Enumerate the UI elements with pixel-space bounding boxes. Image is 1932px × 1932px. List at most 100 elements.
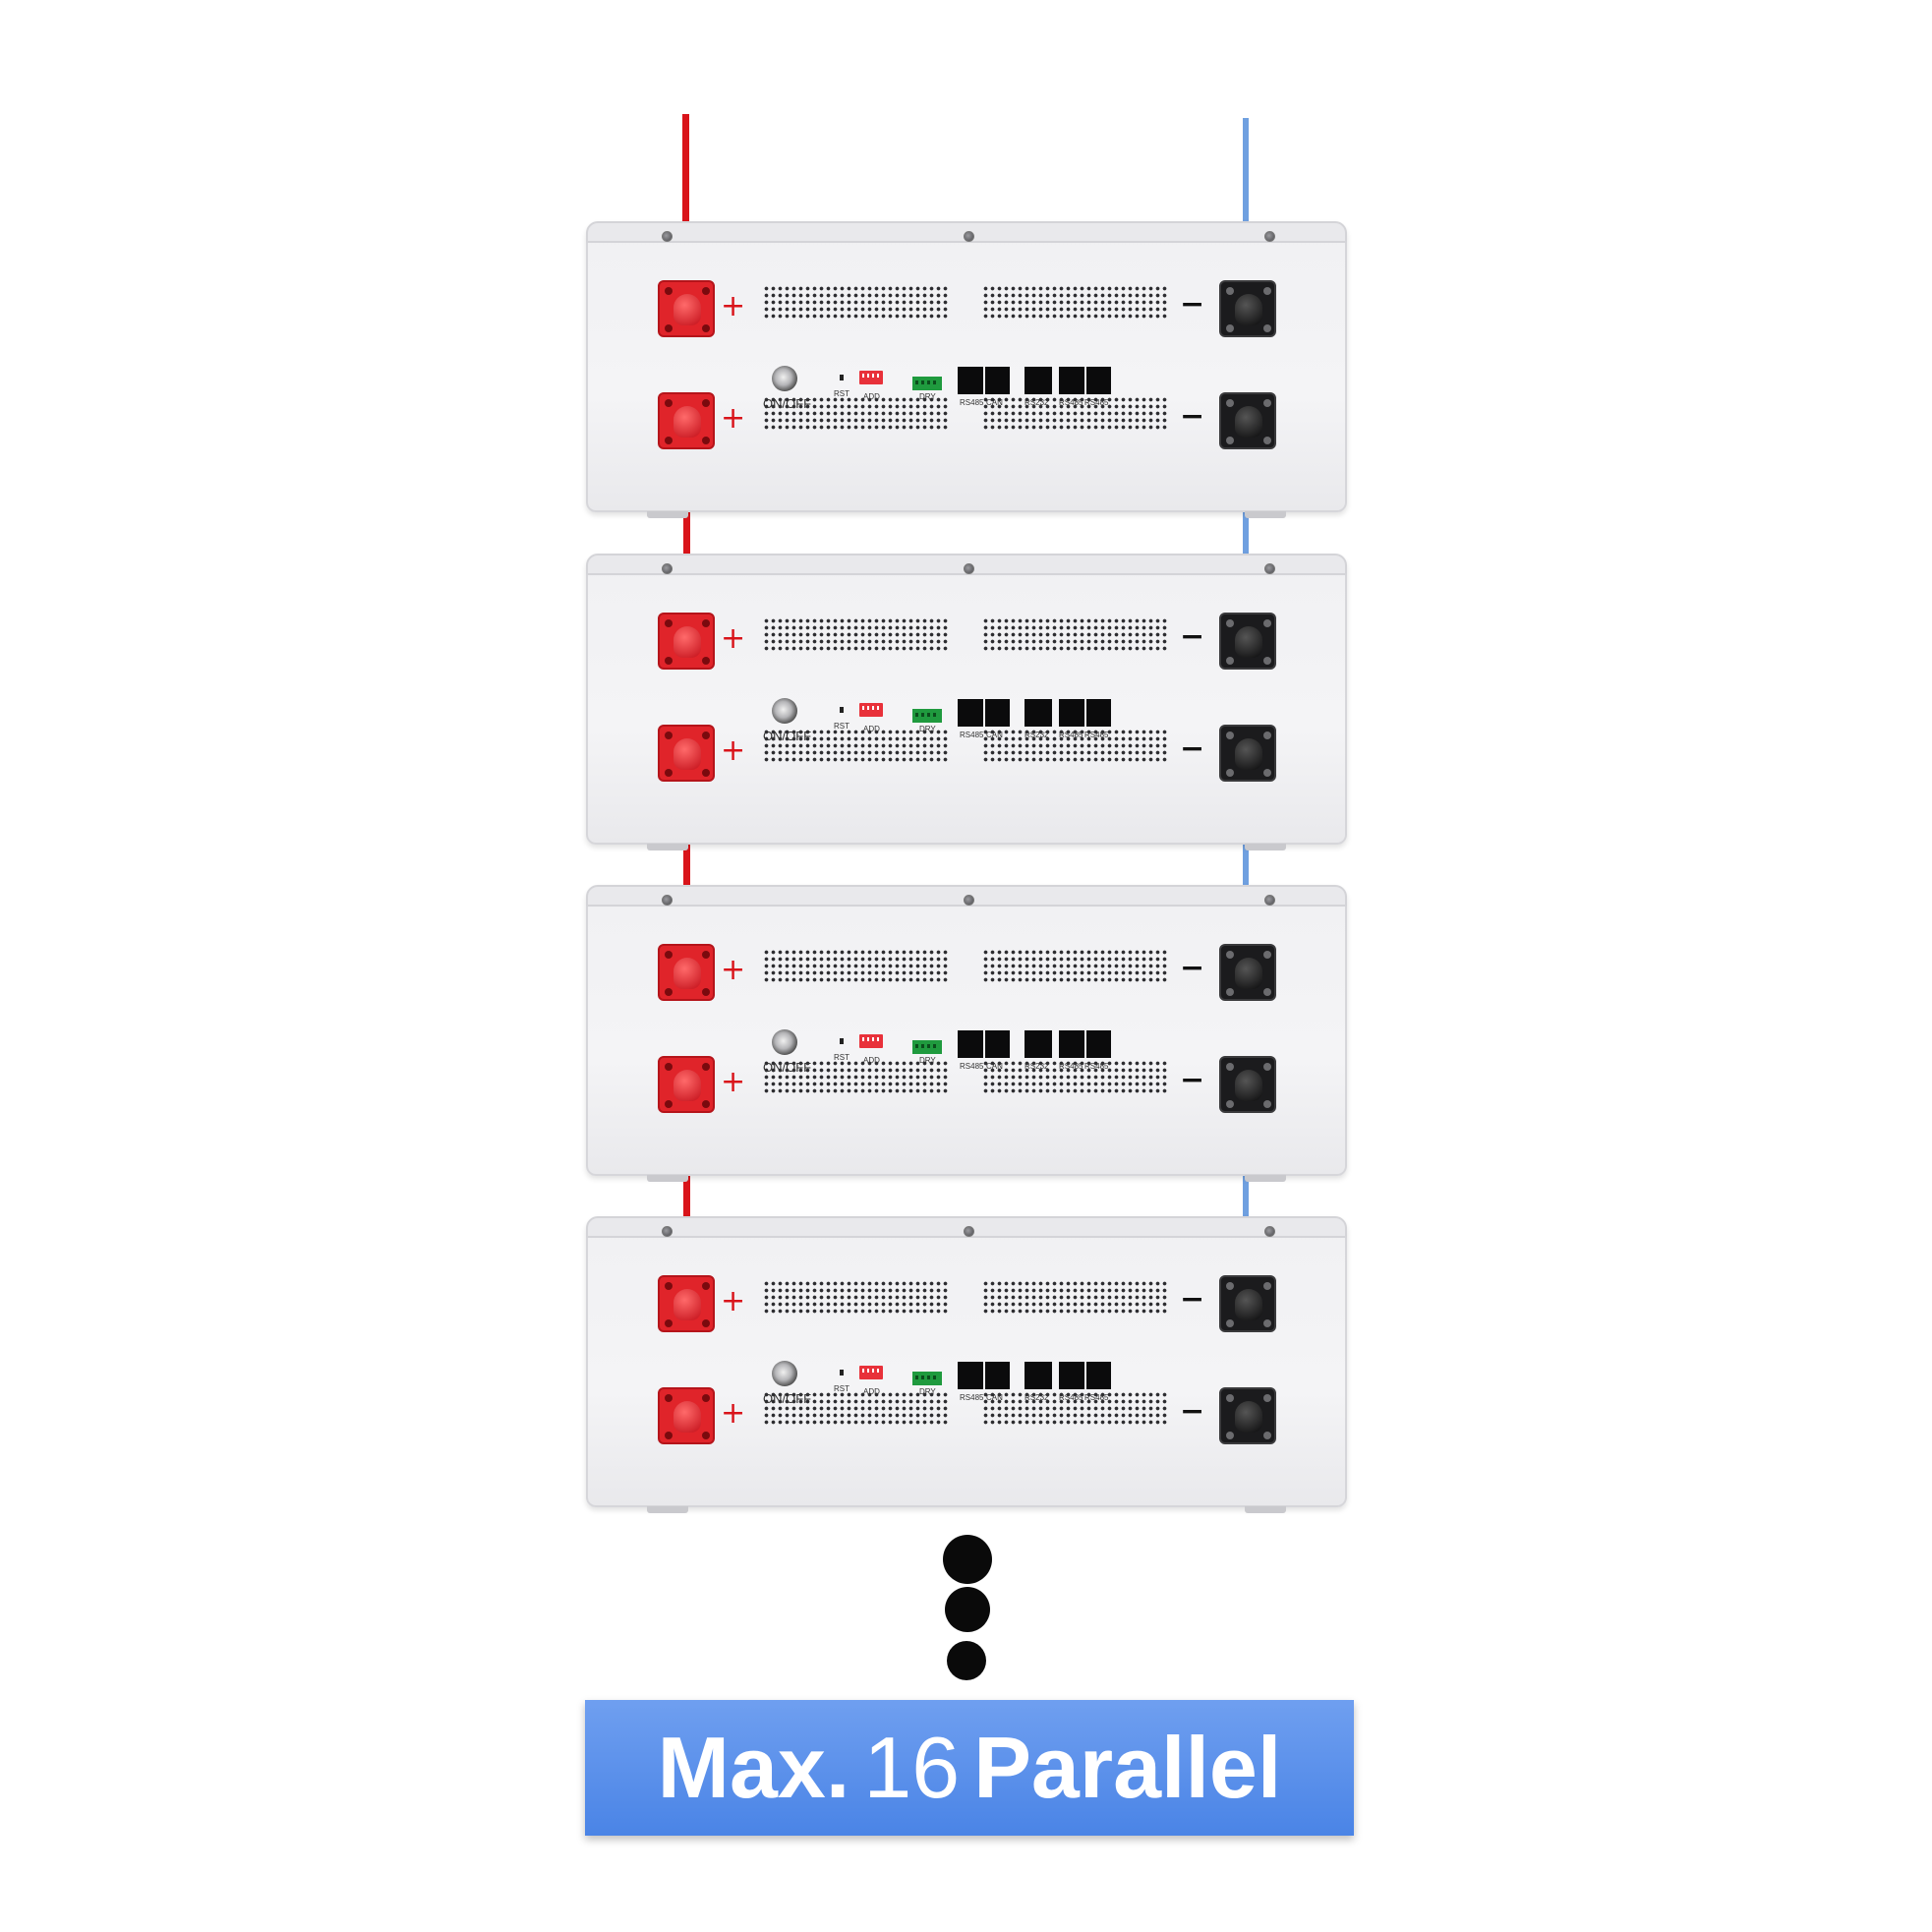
screw-icon bbox=[662, 895, 673, 906]
port-label: RS485 bbox=[1084, 731, 1109, 739]
screw-icon bbox=[1264, 895, 1275, 906]
positive-sign: + bbox=[721, 1396, 746, 1431]
port-label: RS232 bbox=[1025, 1393, 1049, 1402]
screw-icon bbox=[964, 563, 974, 574]
rs485-port-2[interactable] bbox=[1059, 367, 1084, 394]
bolt-icon bbox=[665, 399, 673, 407]
can-port[interactable] bbox=[983, 367, 1010, 394]
rs485-port-2[interactable] bbox=[1059, 699, 1084, 727]
can-port[interactable] bbox=[983, 699, 1010, 727]
rs232-port[interactable] bbox=[1025, 1030, 1052, 1058]
bolt-icon bbox=[665, 1432, 673, 1439]
battery-foot bbox=[647, 1506, 688, 1513]
address-dip-switch[interactable] bbox=[859, 1366, 883, 1379]
negative-terminal-top[interactable] bbox=[1219, 280, 1276, 337]
rs485-port-3[interactable] bbox=[1084, 1362, 1111, 1389]
positive-terminal-bottom[interactable] bbox=[658, 725, 715, 782]
reset-label: RST bbox=[834, 722, 849, 731]
bolt-icon bbox=[702, 1432, 710, 1439]
positive-terminal-bottom[interactable] bbox=[658, 1056, 715, 1113]
rs485-port[interactable] bbox=[958, 1030, 983, 1058]
power-switch-label: ON/OFF bbox=[763, 1060, 812, 1075]
reset-label: RST bbox=[834, 1053, 849, 1062]
rs485-port-3[interactable] bbox=[1084, 1030, 1111, 1058]
bolt-icon bbox=[665, 988, 673, 996]
can-port[interactable] bbox=[983, 1030, 1010, 1058]
dry-contact-connector[interactable] bbox=[912, 1040, 942, 1054]
rs485-port[interactable] bbox=[958, 367, 983, 394]
negative-cable bbox=[1243, 1117, 1249, 1278]
bolt-icon bbox=[1226, 1432, 1234, 1439]
screw-icon bbox=[662, 563, 673, 574]
dry-contact-connector[interactable] bbox=[912, 1372, 942, 1385]
reset-button[interactable] bbox=[840, 1038, 844, 1044]
rs232-port[interactable] bbox=[1025, 1362, 1052, 1389]
address-dip-switch[interactable] bbox=[859, 371, 883, 384]
bolt-icon bbox=[702, 1100, 710, 1108]
continuation-dot bbox=[943, 1535, 992, 1584]
power-switch[interactable] bbox=[772, 698, 797, 724]
negative-terminal-top[interactable] bbox=[1219, 1275, 1276, 1332]
rs485-port[interactable] bbox=[958, 699, 983, 727]
address-dip-switch[interactable] bbox=[859, 703, 883, 717]
battery-foot bbox=[647, 1175, 688, 1182]
positive-terminal-top[interactable] bbox=[658, 1275, 715, 1332]
reset-button[interactable] bbox=[840, 1370, 844, 1376]
reset-button[interactable] bbox=[840, 707, 844, 713]
bolt-icon bbox=[1263, 324, 1271, 332]
rs485-port-2[interactable] bbox=[1059, 1362, 1084, 1389]
negative-terminal-bottom[interactable] bbox=[1219, 725, 1276, 782]
port-label: RS485 bbox=[1084, 1062, 1109, 1071]
positive-terminal-bottom[interactable] bbox=[658, 392, 715, 449]
dry-contact-label: DRY bbox=[919, 392, 936, 401]
rs485-port[interactable] bbox=[958, 1362, 983, 1389]
port-label: RS485 bbox=[1084, 398, 1109, 407]
rs485-port-3[interactable] bbox=[1084, 699, 1111, 727]
positive-terminal-top[interactable] bbox=[658, 944, 715, 1001]
bolt-icon bbox=[1263, 399, 1271, 407]
vent-grille bbox=[982, 617, 1169, 653]
bolt-icon bbox=[702, 437, 710, 444]
can-port[interactable] bbox=[983, 1362, 1010, 1389]
positive-cable bbox=[683, 773, 690, 946]
negative-terminal-top[interactable] bbox=[1219, 613, 1276, 670]
negative-terminal-bottom[interactable] bbox=[1219, 1387, 1276, 1444]
bolt-icon bbox=[665, 619, 673, 627]
terminal-cap-icon bbox=[673, 1401, 701, 1433]
positive-terminal-bottom[interactable] bbox=[658, 1387, 715, 1444]
rs485-port-3[interactable] bbox=[1084, 367, 1111, 394]
negative-sign: − bbox=[1180, 1063, 1205, 1097]
dry-contact-connector[interactable] bbox=[912, 377, 942, 390]
power-switch[interactable] bbox=[772, 1029, 797, 1055]
bolt-icon bbox=[702, 1282, 710, 1290]
rs232-port[interactable] bbox=[1025, 367, 1052, 394]
bolt-icon bbox=[665, 1100, 673, 1108]
bolt-icon bbox=[1263, 1100, 1271, 1108]
positive-sign: + bbox=[721, 621, 746, 656]
negative-terminal-top[interactable] bbox=[1219, 944, 1276, 1001]
power-switch[interactable] bbox=[772, 1361, 797, 1386]
bolt-icon bbox=[702, 1063, 710, 1071]
negative-cable bbox=[1243, 785, 1249, 947]
banner-number: 16 bbox=[863, 1719, 961, 1816]
negative-terminal-bottom[interactable] bbox=[1219, 392, 1276, 449]
reset-button[interactable] bbox=[840, 375, 844, 381]
positive-terminal-top[interactable] bbox=[658, 280, 715, 337]
negative-terminal-bottom[interactable] bbox=[1219, 1056, 1276, 1113]
power-switch[interactable] bbox=[772, 366, 797, 391]
rs485-port-2[interactable] bbox=[1059, 1030, 1084, 1058]
bolt-icon bbox=[1226, 988, 1234, 996]
address-dip-switch[interactable] bbox=[859, 1034, 883, 1048]
dry-contact-connector[interactable] bbox=[912, 709, 942, 723]
terminal-cap-icon bbox=[673, 1070, 701, 1101]
vent-grille bbox=[763, 1280, 950, 1316]
port-label: RS485 bbox=[1059, 398, 1083, 407]
positive-terminal-top[interactable] bbox=[658, 613, 715, 670]
positive-cable bbox=[683, 440, 690, 617]
vent-grille bbox=[982, 285, 1169, 321]
bolt-icon bbox=[665, 324, 673, 332]
bolt-icon bbox=[1226, 1394, 1234, 1402]
rs232-port[interactable] bbox=[1025, 699, 1052, 727]
